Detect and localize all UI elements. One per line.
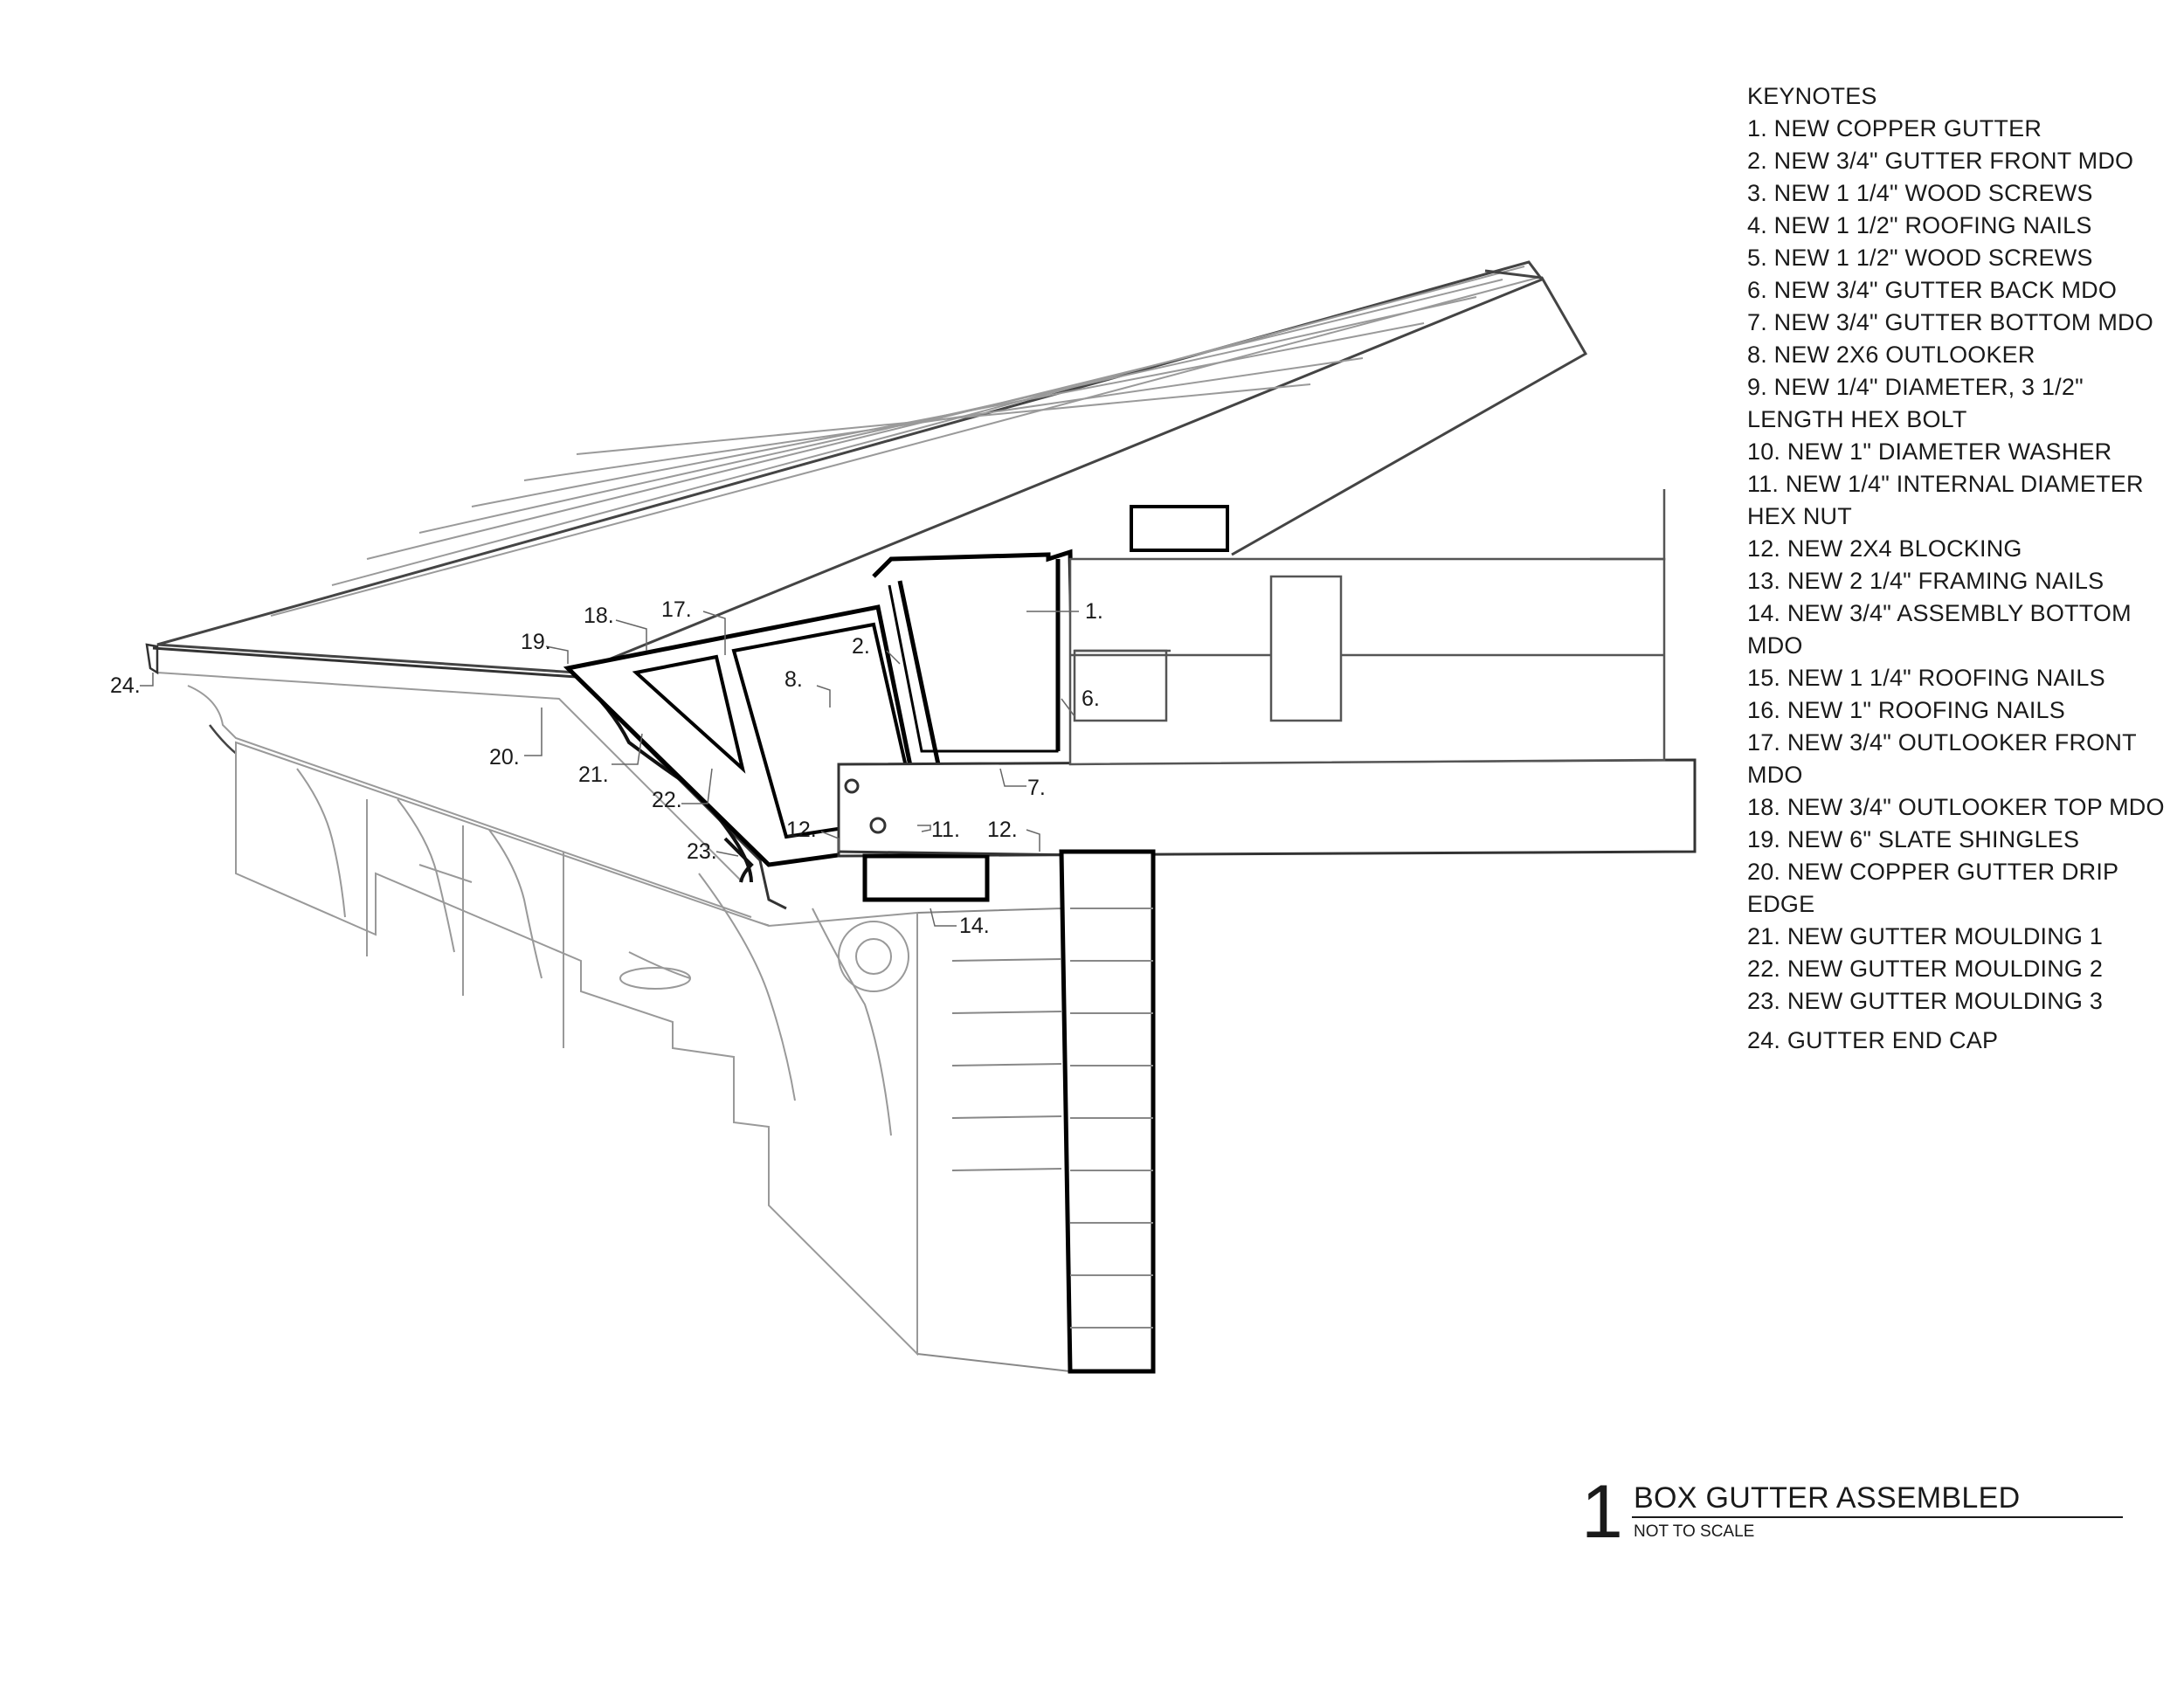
keynote-item: 16. NEW 1" ROOFING NAILS <box>1747 697 2065 723</box>
callout-6: 6. <box>1082 687 1100 711</box>
callout-17: 17. <box>661 597 692 622</box>
keynote-item: 4. NEW 1 1/2" ROOFING NAILS <box>1747 212 2092 238</box>
decorative-cornice <box>235 741 918 1356</box>
keynotes-heading: KEYNOTES <box>1747 83 1877 109</box>
keynote-item: 18. NEW 3/4" OUTLOOKER TOP MDO <box>1747 794 2165 820</box>
drawing-title-block: 1 BOX GUTTER ASSEMBLED NOT TO SCALE <box>1581 1470 2123 1555</box>
drawing-number: 1 <box>1581 1470 1623 1554</box>
callout-7: 7. <box>1027 776 1046 800</box>
callout-2: 2. <box>852 634 870 659</box>
callout-24: 24. <box>110 673 141 698</box>
blocking-assembly <box>837 758 1697 902</box>
keynote-item: 10. NEW 1" DIAMETER WASHER <box>1747 438 2112 465</box>
keynote-item: 20. NEW COPPER GUTTER DRIP EDGE <box>1747 859 2118 917</box>
keynote-item: 14. NEW 3/4" ASSEMBLY BOTTOM MDO <box>1747 600 2132 659</box>
keynote-item: 1. NEW COPPER GUTTER <box>1747 115 2042 142</box>
keynotes-list: KEYNOTES 1. NEW COPPER GUTTER 2. NEW 3/4… <box>1747 80 2167 1057</box>
keynote-item: 11. NEW 1/4" INTERNAL DIAMETER HEX NUT <box>1747 471 2144 529</box>
callout-12a: 12. <box>786 818 817 842</box>
keynote-item: 13. NEW 2 1/4" FRAMING NAILS <box>1747 568 2105 594</box>
rafter-framing <box>1068 489 1666 766</box>
callout-22: 22. <box>652 788 682 812</box>
drawing-title: BOX GUTTER ASSEMBLED <box>1634 1481 2021 1515</box>
callout-18: 18. <box>584 604 614 628</box>
callout-1: 1. <box>1085 599 1103 624</box>
callout-20: 20. <box>489 745 520 770</box>
keynote-item: 2. NEW 3/4" GUTTER FRONT MDO <box>1747 148 2134 174</box>
keynote-item: 23. NEW GUTTER MOULDING 3 <box>1747 988 2104 1014</box>
keynote-item: 7. NEW 3/4" GUTTER BOTTOM MDO <box>1747 309 2153 335</box>
keynote-item: 3. NEW 1 1/4" WOOD SCREWS <box>1747 180 2093 206</box>
callout-23: 23. <box>687 839 717 864</box>
callout-labels: 1. 2. 6. 7. 8. 11. 12. 12. 14. 17. 18. 1… <box>110 597 1103 938</box>
keynote-item: 17. NEW 3/4" OUTLOOKER FRONT MDO <box>1747 729 2137 788</box>
keynote-item: 9. NEW 1/4" DIAMETER, 3 1/2" LENGTH HEX … <box>1747 374 2084 432</box>
keynote-item: 24. GUTTER END CAP <box>1747 1027 1999 1053</box>
keynote-item: 21. NEW GUTTER MOULDING 1 <box>1747 923 2104 949</box>
callout-14: 14. <box>959 914 990 938</box>
title-underline <box>1632 1516 2123 1518</box>
keynote-item: 5. NEW 1 1/2" WOOD SCREWS <box>1747 245 2093 271</box>
keynote-item: 15. NEW 1 1/4" ROOFING NAILS <box>1747 665 2105 691</box>
brick-wall <box>916 849 1156 1374</box>
keynote-item: 22. NEW GUTTER MOULDING 2 <box>1747 956 2104 982</box>
keynote-item: 12. NEW 2X4 BLOCKING <box>1747 535 2022 562</box>
drawing-scale: NOT TO SCALE <box>1634 1522 1755 1541</box>
callout-19: 19. <box>521 630 551 654</box>
callout-21: 21. <box>578 763 609 787</box>
slate-shingles <box>156 260 1588 674</box>
callout-11: 11. <box>931 818 960 842</box>
callout-12b: 12. <box>987 818 1018 842</box>
callout-8: 8. <box>784 667 803 692</box>
keynote-item: 8. NEW 2X6 OUTLOOKER <box>1747 342 2035 368</box>
keynote-item: 6. NEW 3/4" GUTTER BACK MDO <box>1747 277 2118 303</box>
keynote-item: 19. NEW 6" SLATE SHINGLES <box>1747 826 2080 852</box>
leader-lines <box>140 611 1079 927</box>
